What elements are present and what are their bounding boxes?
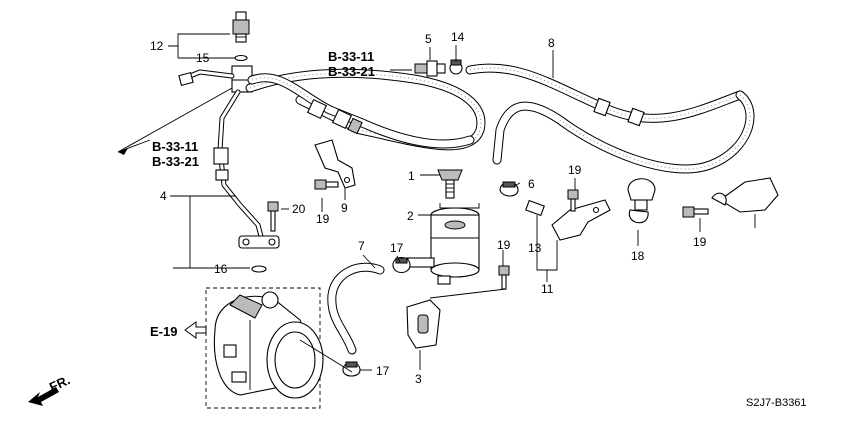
reservoir xyxy=(407,207,480,285)
flange-bolt-19b xyxy=(498,265,510,290)
part-number-19b: 19 xyxy=(497,238,511,252)
suction-hose xyxy=(327,262,385,355)
part-number-18: 18 xyxy=(631,249,645,263)
o-ring-washer xyxy=(251,265,267,273)
reservoir-bracket xyxy=(406,299,441,349)
part-number-4: 4 xyxy=(160,189,167,203)
part-number-17b: 17 xyxy=(376,364,390,378)
hose-clamp-6 xyxy=(499,181,519,197)
part-number-19a: 19 xyxy=(316,212,330,226)
front-direction-label: FR. xyxy=(47,372,72,394)
ref-left-b3311: B-33-11 xyxy=(152,139,198,154)
flange-bolt-19a xyxy=(314,179,339,190)
ref-top-b3321: B-33-21 xyxy=(328,64,375,79)
power-steering-pump xyxy=(205,287,324,409)
part-number-15: 15 xyxy=(196,51,210,65)
return-hose xyxy=(465,63,755,174)
hose-clamp-14 xyxy=(449,59,463,75)
flange-bolt-19c xyxy=(567,189,579,212)
part-number-19d: 19 xyxy=(693,235,707,249)
bolt-20 xyxy=(267,201,279,232)
part-number-3: 3 xyxy=(415,372,422,386)
part-number-7: 7 xyxy=(358,239,365,253)
part-number-8: 8 xyxy=(548,36,555,50)
hose-clamp-18 xyxy=(627,178,656,224)
part-number-9: 9 xyxy=(341,201,348,215)
pressure-pipe xyxy=(213,89,265,243)
leader-lines xyxy=(117,33,756,373)
hose-fittings xyxy=(306,98,363,135)
part-number-6: 6 xyxy=(528,177,535,191)
hose-bracket-10 xyxy=(711,177,779,213)
ref-top-b3311: B-33-11 xyxy=(328,49,374,64)
ref-arrow-e19 xyxy=(184,321,207,339)
flange-bolt-19d xyxy=(682,206,709,218)
hose-union-block xyxy=(178,65,253,93)
part-number-16: 16 xyxy=(214,262,228,276)
part-number-19c: 19 xyxy=(568,163,582,177)
part-number-5: 5 xyxy=(425,32,432,46)
reservoir-bracket-13 xyxy=(551,199,611,241)
sealing-washer xyxy=(234,54,248,62)
part-number-20: 20 xyxy=(292,202,306,216)
reservoir-cap xyxy=(437,169,463,199)
part-number-12: 12 xyxy=(150,39,164,53)
diagram-code: S2J7-B3361 xyxy=(746,397,807,409)
clamp-13 xyxy=(525,199,545,217)
part-number-14: 14 xyxy=(451,30,465,44)
part-number-1: 1 xyxy=(408,169,415,183)
ref-left-b3321: B-33-21 xyxy=(152,154,199,169)
union-bolt xyxy=(414,60,446,77)
pressure-switch xyxy=(232,11,250,43)
hose-clamp-17b xyxy=(342,361,361,377)
hose-bracket-9 xyxy=(314,139,356,189)
part-number-17a: 17 xyxy=(390,241,404,255)
ref-e19: E-19 xyxy=(150,324,177,339)
part-number-11: 11 xyxy=(541,282,554,296)
hose-clamp-17a xyxy=(392,256,411,274)
pipe-flange xyxy=(238,235,280,249)
front-direction-arrow xyxy=(28,387,59,406)
part-number-13: 13 xyxy=(528,241,542,255)
part-number-2: 2 xyxy=(407,209,414,223)
